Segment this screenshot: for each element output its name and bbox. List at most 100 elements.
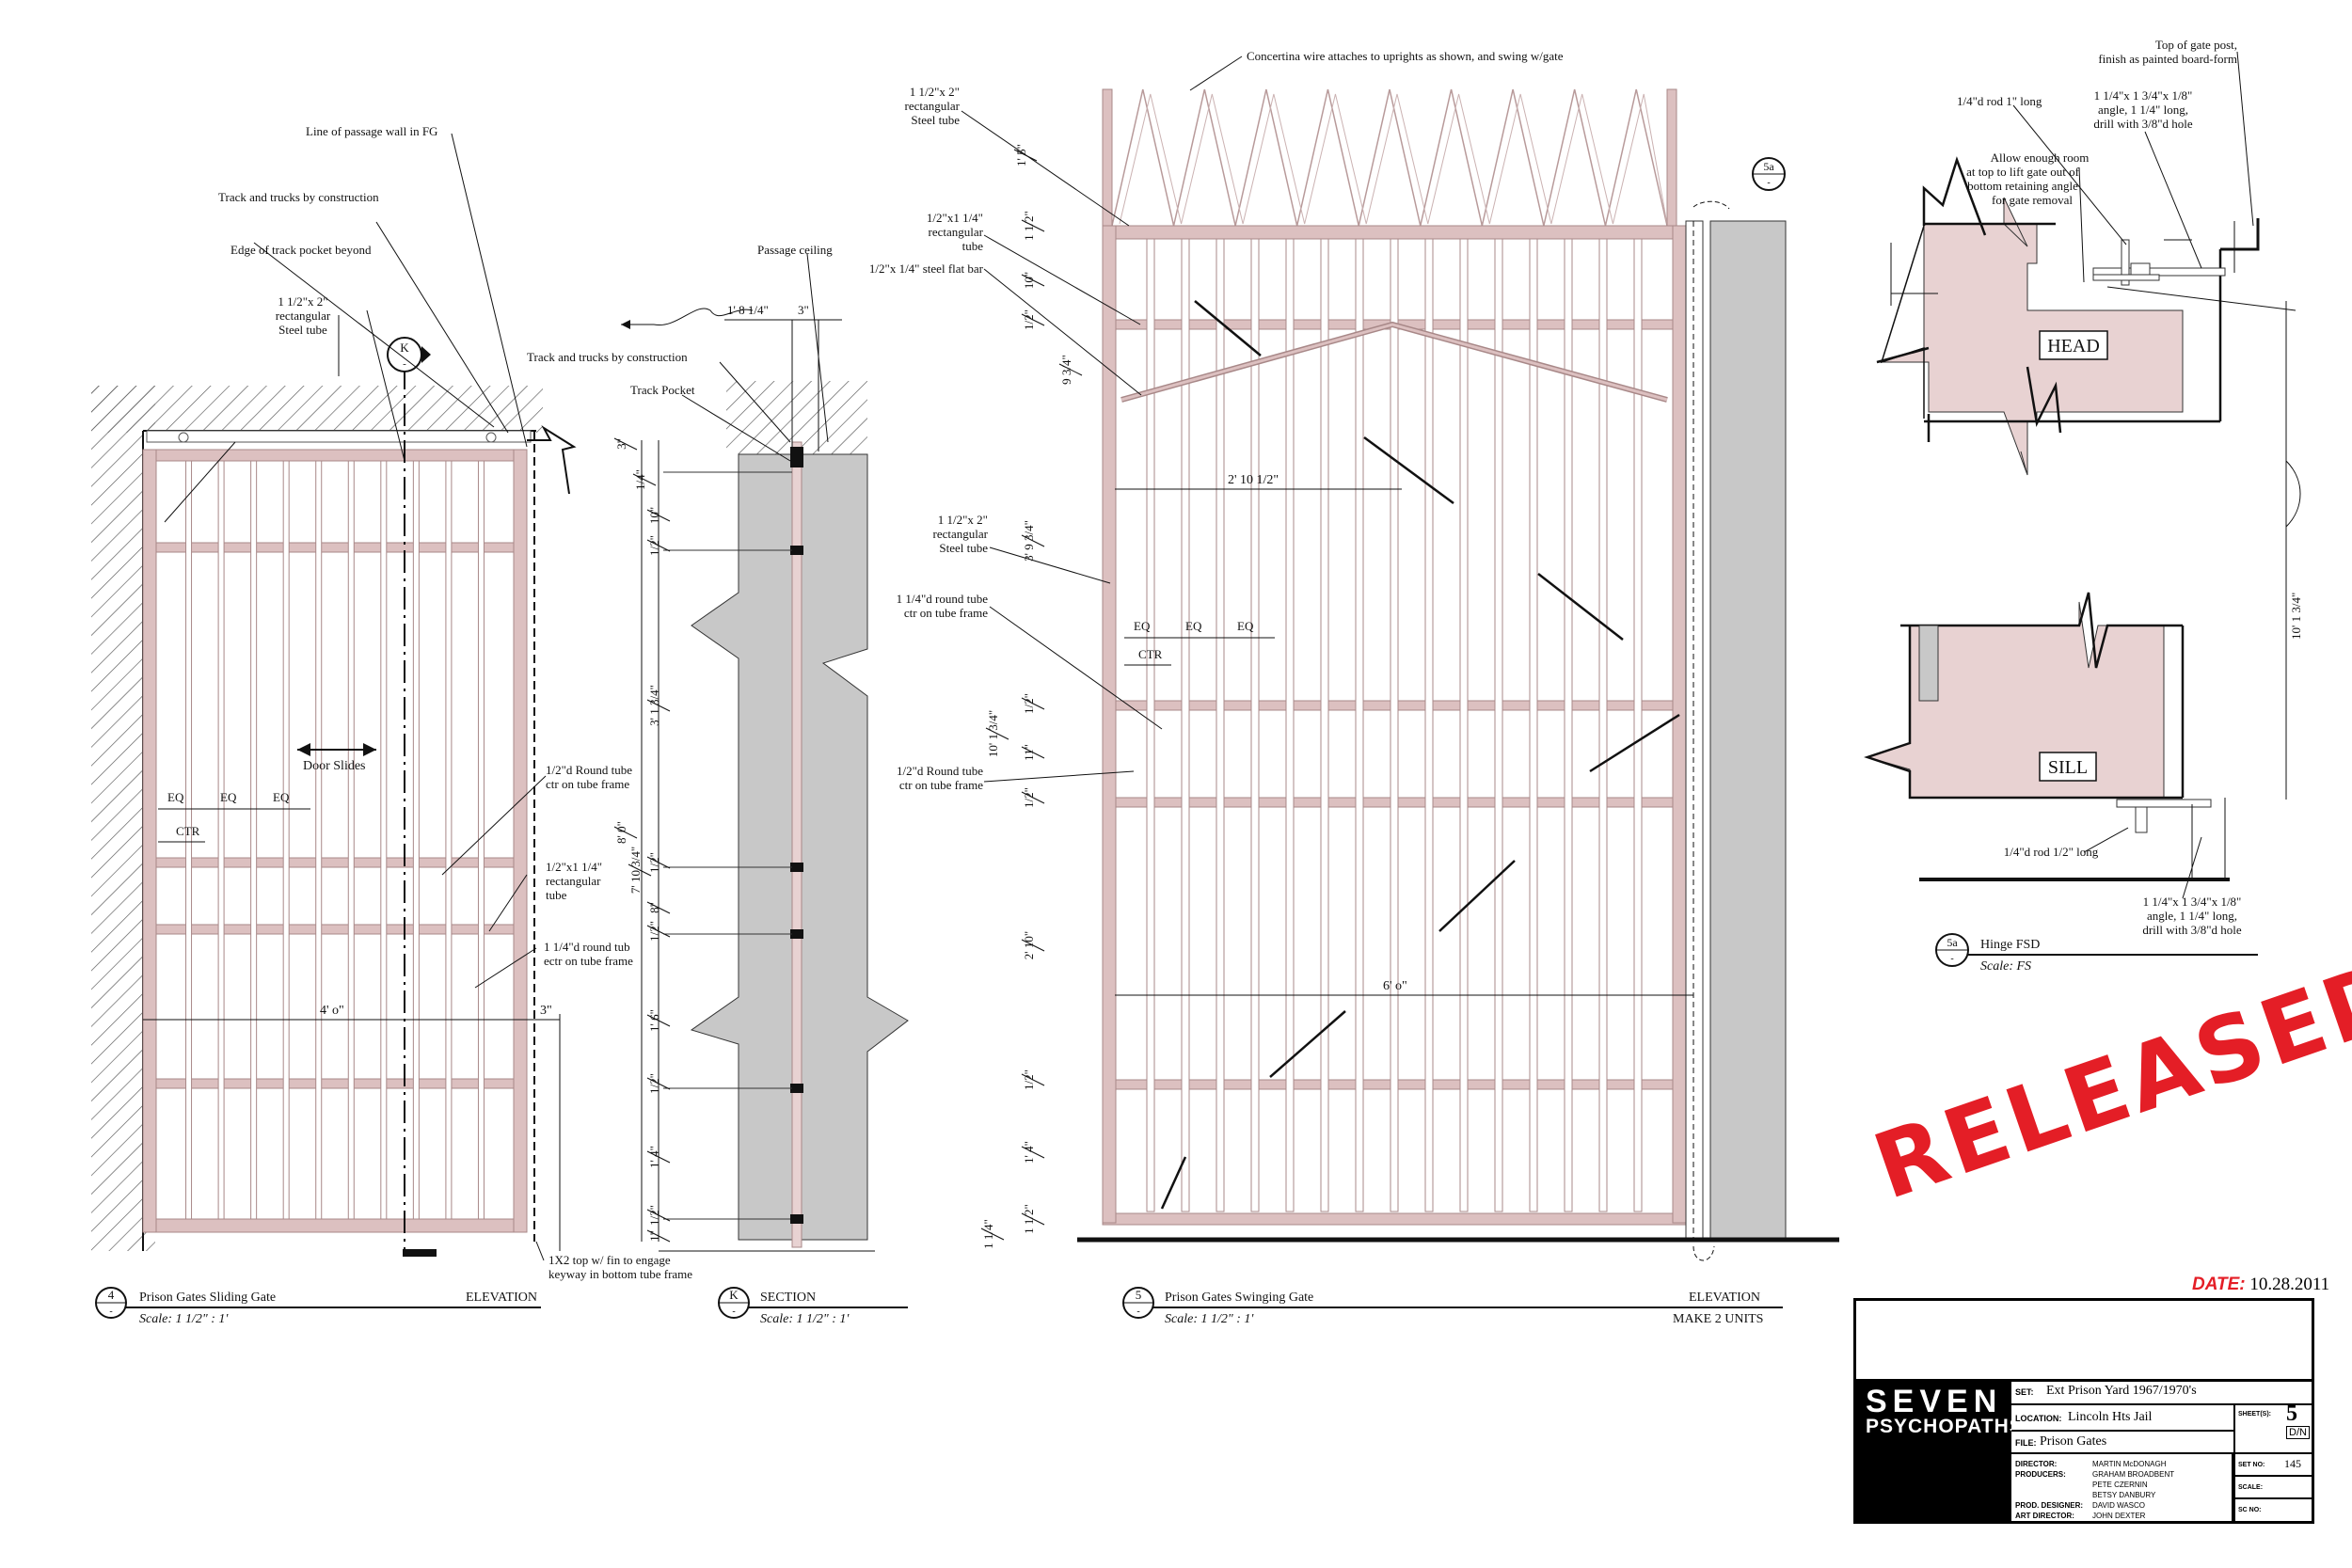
dimension-text: 7' 10 3/4" [628,847,643,894]
file-row: FILE: Prison Gates [2011,1432,2235,1454]
vertical-bar [1494,238,1503,1212]
svg-text:ctr on tube frame: ctr on tube frame [899,778,983,792]
svg-text:Prison Gates Swinging Gate: Prison Gates Swinging Gate [1165,1291,1313,1305]
svg-text:EQ: EQ [167,790,184,804]
svg-text:Steel tube: Steel tube [939,541,988,555]
dimension-tick [632,473,657,486]
svg-text:10' 1 3/4": 10' 1 3/4" [2289,593,2303,640]
hatched-wall-top [91,386,543,433]
truck [485,432,497,443]
svg-text:Edge of track pocket beyond: Edge of track pocket beyond [230,243,372,257]
vertical-bar [1390,238,1399,1212]
svg-text:rectangular: rectangular [929,225,984,239]
svg-text:angle, 1 1/4" long,: angle, 1 1/4" long, [2147,909,2237,923]
svg-text:Track and trucks by constructi: Track and trucks by construction [218,190,379,204]
glare-mark [1537,573,1624,641]
svg-text:1/4"d rod 1" long: 1/4"d rod 1" long [1957,94,2042,108]
dimension-text: 10' 1 3/4" [986,710,1000,757]
dimension-tick [1021,791,1045,804]
svg-text:ELEVATION: ELEVATION [1689,1291,1760,1305]
dimension-tick [1013,149,1038,162]
gate-rail [1102,225,1687,240]
vertical-bar [380,460,388,1220]
vertical-bar [1564,238,1573,1212]
dimension-text: 1/2" [1022,787,1036,808]
dimension-text: 1/2" [647,1205,661,1226]
glare-mark [1589,713,1680,773]
svg-text:Scale: 1 1/2" : 1': Scale: 1 1/2" : 1' [760,1312,850,1326]
set-row: SET: Ext Prison Yard 1967/1970's [2011,1379,2312,1405]
credit-role: PRODUCERS: [2015,1470,2066,1479]
glare-mark [1363,436,1454,505]
svg-text:1/2"x 1/4" steel flat bar: 1/2"x 1/4" steel flat bar [869,261,984,276]
svg-text:EQ: EQ [1237,619,1254,633]
vertical-bar [1459,238,1469,1212]
view-title-4: 4 - Prison Gates Sliding Gate ELEVATION … [95,1287,541,1326]
gate-stile [1102,225,1117,1224]
svg-text:Steel tube: Steel tube [278,323,327,337]
vertical-bar [1181,238,1190,1212]
svg-text:1 1/4"d round tube: 1 1/4"d round tube [897,592,989,606]
svg-text:Line of passage wall in FG: Line of passage wall in FG [306,124,437,138]
svg-text:Top of gate post,: Top of gate post, [2155,38,2237,52]
sliding-gate-elevation: K - Door Slides EQ EQ EQ CTR 4' o" 3" Li… [91,124,692,1326]
svg-text:-: - [732,1307,735,1317]
svg-text:1/2"d Round tube: 1/2"d Round tube [897,764,983,778]
dimension-text: 1' 6" [647,1009,661,1032]
svg-text:Allow enough room: Allow enough room [1991,150,2090,165]
svg-text:3": 3" [540,1004,552,1018]
svg-text:EQ: EQ [1185,619,1202,633]
dimension-tick [646,1229,671,1243]
setno-cell: SET NO: 145 [2233,1454,2313,1477]
vertical-bar [250,460,258,1220]
vertical-bar [185,460,193,1220]
glare-mark [1269,1010,1346,1078]
svg-text:Hinge FSD: Hinge FSD [1980,938,2040,952]
svg-text:CTR: CTR [1138,647,1163,661]
svg-text:rectangular: rectangular [546,874,601,888]
dimension-tick [1021,534,1045,547]
dimension-text: 1/2" [647,852,661,873]
dimension-tick [646,856,671,869]
svg-text:1/4"d rod 1/2" long: 1/4"d rod 1/2" long [2004,845,2099,859]
location-value: Lincoln Hts Jail [2068,1410,2153,1424]
rail-section [790,1214,803,1224]
svg-text:rectangular: rectangular [276,309,331,323]
vertical-bar [445,460,453,1220]
dimension-text: 2' 10" [1022,931,1036,959]
concertina-wire [1111,88,1668,227]
svg-text:ectr on tube frame: ectr on tube frame [544,954,633,968]
vertical-bar [1216,238,1225,1212]
dimension-tick [646,539,671,552]
svg-text:Prison Gates Sliding Gate: Prison Gates Sliding Gate [139,1291,276,1305]
vertical-bar [412,460,420,1220]
section-k: 1' 8 1/4" 3" Passage ceiling Track and t… [527,243,909,1326]
svg-text:MAKE 2 UNITS: MAKE 2 UNITS [1673,1312,1763,1326]
credit-name: DAVID WASCO [2092,1501,2146,1510]
sheet-cell: SHEET(S): [2233,1405,2313,1454]
credit-name: BETSY DANBURY [2092,1491,2156,1499]
svg-text:1 1/2"x 2": 1 1/2"x 2" [910,85,960,99]
gate-rail [142,542,528,553]
gate-rail [142,1078,528,1089]
logo-line-1: SEVEN [1866,1384,2003,1419]
svg-text:3": 3" [798,303,809,317]
concertina-zigzag [1119,93,1668,225]
release-date: DATE: 10.28.2011 [2192,1275,2329,1295]
swing-gate-dimension-chain: 1' 5"1 1/2"10"1/2"9 3/4"3' 9 3/4"1/2"11"… [980,144,1083,1249]
dimension-text: 1/2" [1022,309,1036,330]
vertical-bar [1355,238,1364,1212]
rail-section [790,1084,803,1093]
dimension-tick [1021,1146,1045,1159]
credit-name: JOHN DEXTER [2092,1512,2146,1520]
svg-text:Concertina wire attaches to up: Concertina wire attaches to uprights as … [1247,49,1564,63]
dimension-text: 3' 9 3/4" [1022,520,1036,562]
svg-text:CTR: CTR [176,824,200,838]
svg-text:5a: 5a [1947,936,1958,949]
vertical-bar [1598,238,1608,1212]
dimension-text: 1/2" [1022,693,1036,714]
vertical-bar [282,460,290,1220]
vertical-bar [1424,238,1434,1212]
svg-text:K: K [729,1288,739,1302]
